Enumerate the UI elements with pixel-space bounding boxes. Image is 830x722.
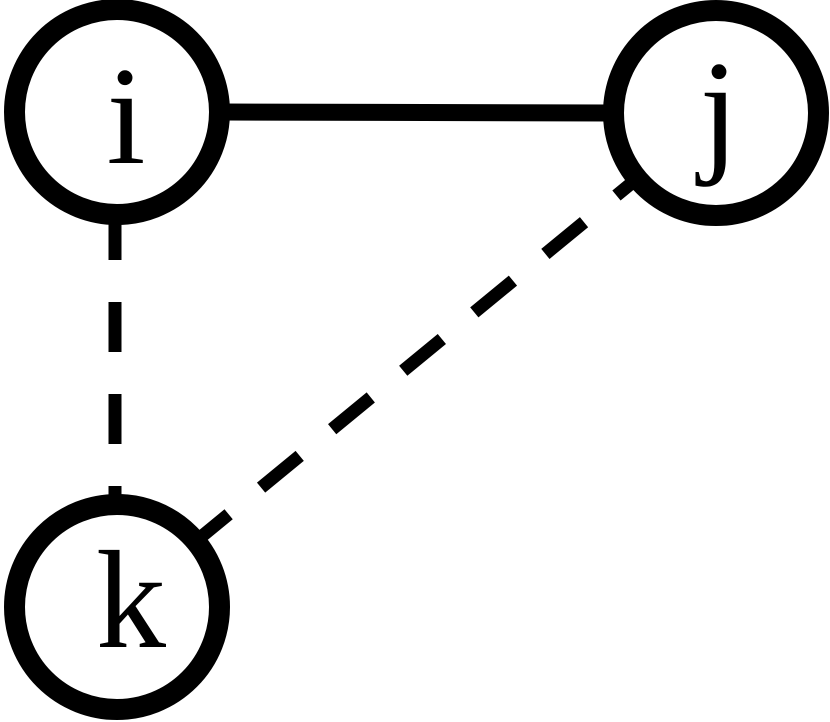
graph-edges — [108, 103, 644, 552]
node-j-label: j — [695, 33, 739, 188]
node-k-label: k — [96, 523, 166, 678]
node-j-circle — [603, 0, 829, 226]
graph-nodes — [4, 0, 829, 720]
edge-i-j-solid — [221, 103, 611, 122]
node-i-circle — [4, 0, 230, 225]
node-i-label: i — [107, 39, 146, 194]
edge-j-k-dashed — [185, 171, 644, 552]
graph-node-labels: i j k — [96, 33, 738, 678]
